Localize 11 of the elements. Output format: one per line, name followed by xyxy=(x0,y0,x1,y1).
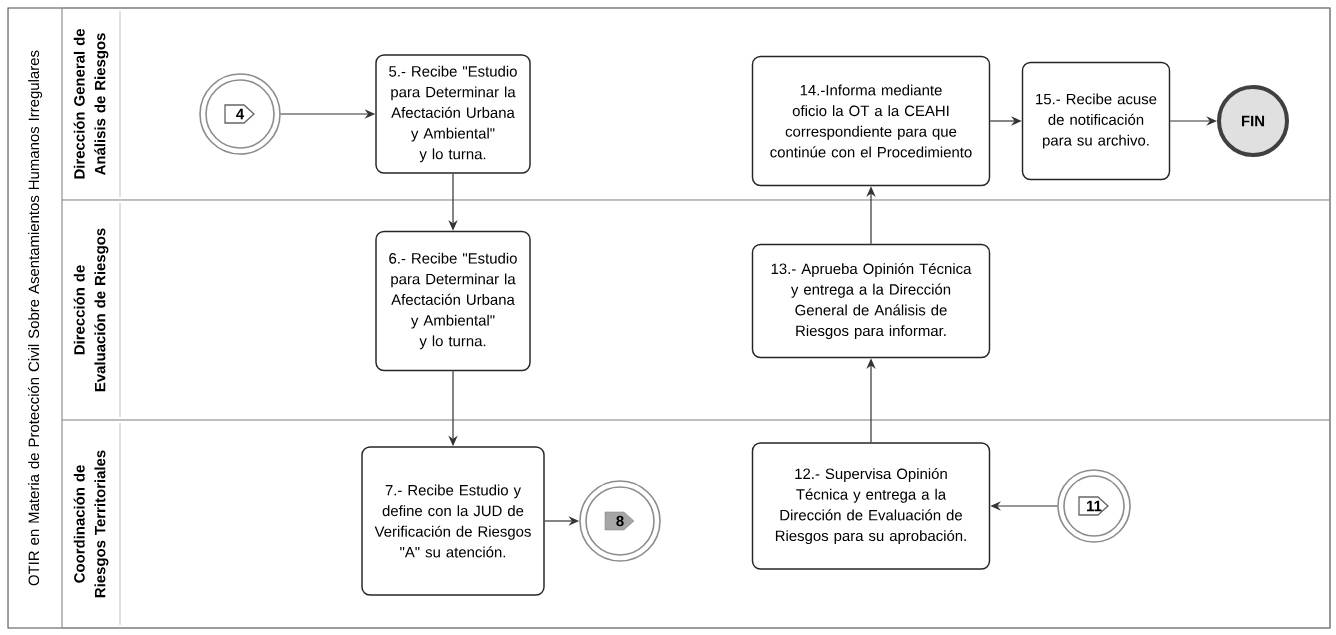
process-box: 7.- Recibe Estudio y define con la JUD de Verificación de Riesgos "A" su atención. xyxy=(361,446,545,596)
process-box: 13.- Aprueba Opinión Técnica y entrega a la Dirección General de Análisis de Riesgos para informar. xyxy=(751,243,991,359)
process-box: 6.- Recibe "Estudio para Determinar la Afectación Urbana y Ambiental" y lo turna. xyxy=(375,230,531,372)
process-box: 5.- Recibe "Estudio para Determinar la Afectación Urbana y Ambiental" y lo turna. xyxy=(375,54,531,174)
intermediate-event: 11 xyxy=(1057,469,1131,543)
intermediate-event: 8 xyxy=(579,480,661,562)
end-event: FIN xyxy=(1217,85,1289,157)
intermediate-event: 4 xyxy=(199,73,281,155)
process-box: 14.-Informa mediante oficio la OT a la CEAHI correspondiente para que continúe con el Procedimiento xyxy=(751,55,991,187)
process-box: 15.- Recibe acuse de notificación para su archivo. xyxy=(1021,61,1171,181)
process-box: 12.- Supervisa Opinión Técnica y entrega a la Dirección de Evaluación de Riesgos para su aprobación. xyxy=(751,442,991,570)
